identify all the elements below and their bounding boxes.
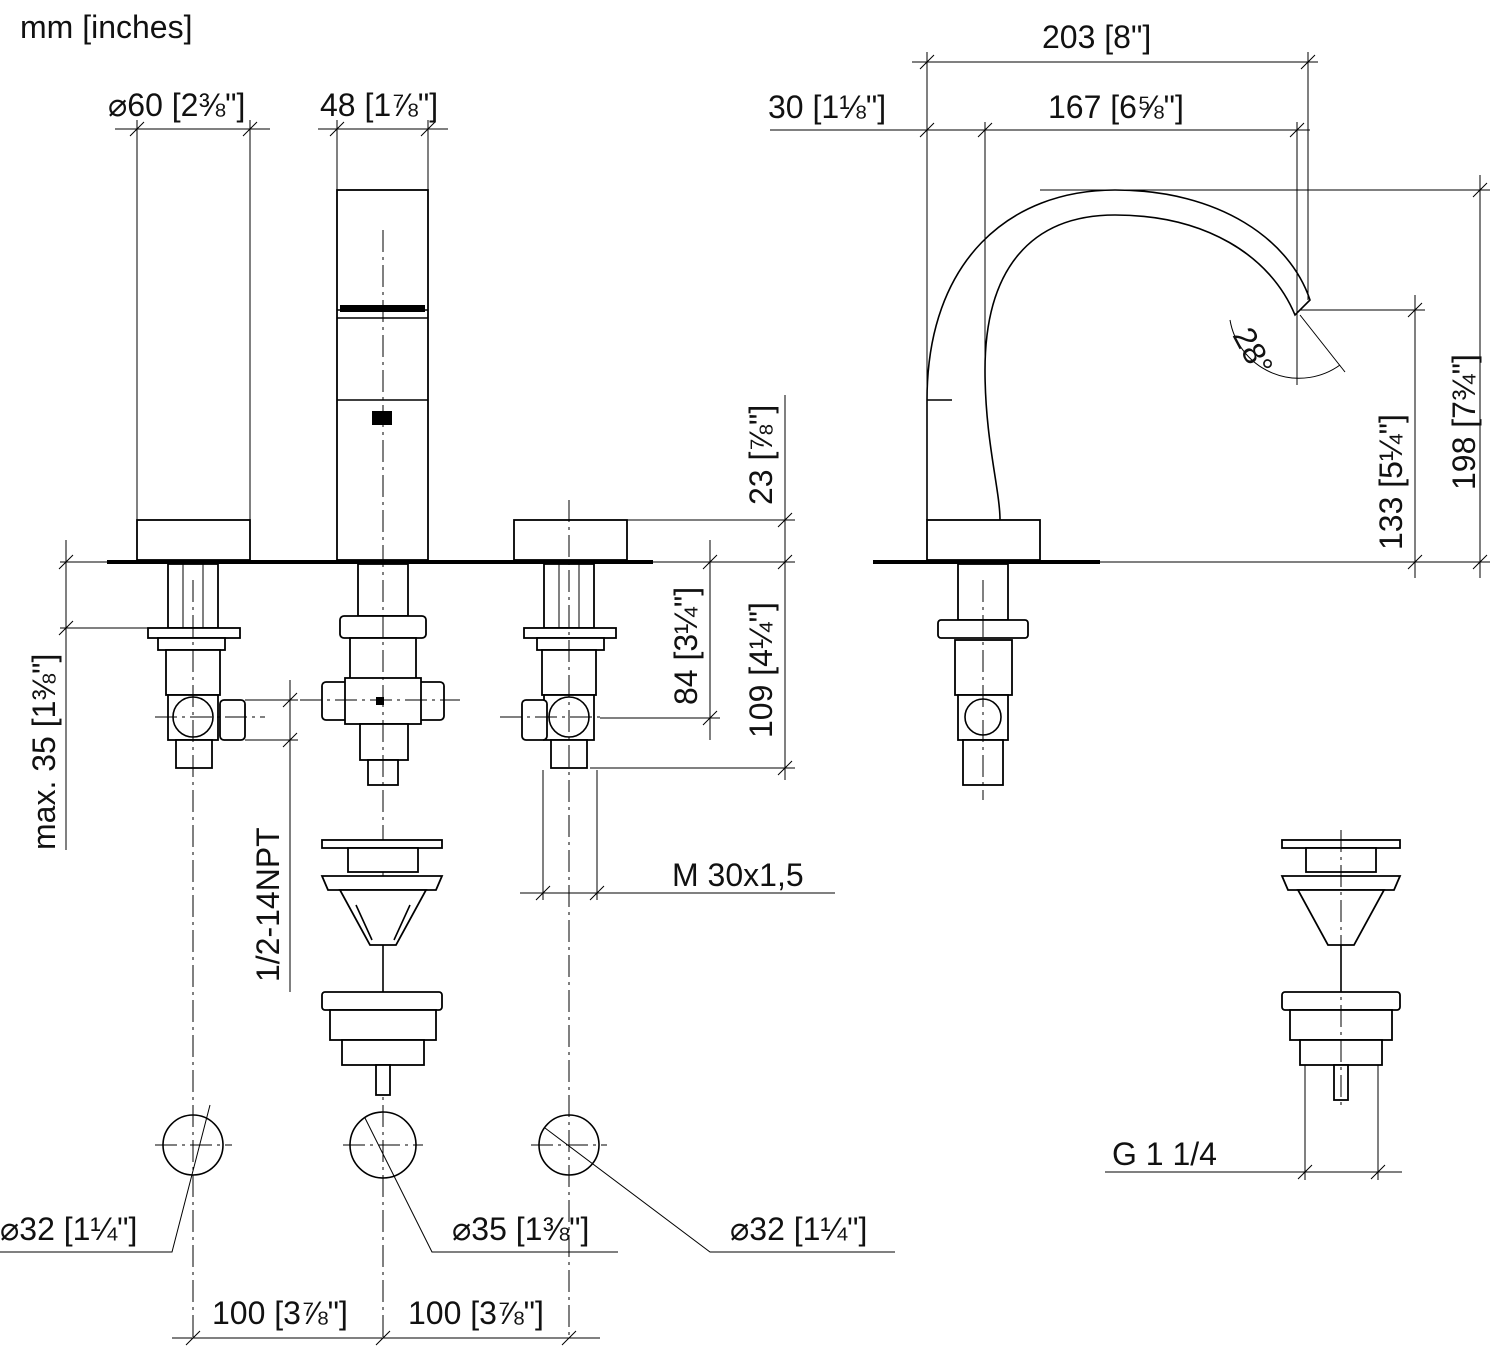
thread-npt-label: 1/2-14NPT bbox=[250, 827, 286, 982]
spout-offset-label: 30 [1⅛"] bbox=[768, 89, 886, 125]
drain-front bbox=[320, 839, 444, 1096]
spout-width-label: 48 [1⅞"] bbox=[320, 87, 438, 123]
leader-hole-right bbox=[544, 1127, 895, 1253]
hole-left-label: ⌀32 [1¼"] bbox=[0, 1211, 137, 1247]
outlet-height-label: 133 [5¼"] bbox=[1373, 414, 1409, 550]
hole-center-label: ⌀35 [1⅜"] bbox=[452, 1211, 589, 1247]
spout-reach-label: 167 [6⅝"] bbox=[1048, 89, 1184, 125]
right-handle bbox=[513, 519, 628, 561]
left-valve bbox=[147, 563, 246, 769]
top-dimensions-front bbox=[115, 120, 448, 520]
thread-metric-label: M 30x1,5 bbox=[672, 857, 804, 893]
leader-hole-left bbox=[0, 1104, 211, 1253]
vertical-dimensions-front bbox=[58, 395, 835, 992]
leader-hole-center bbox=[364, 1117, 618, 1253]
hole-circles bbox=[155, 1111, 607, 1179]
side-dimensions bbox=[770, 52, 1490, 1180]
spout-reach-total-label: 203 [8"] bbox=[1042, 19, 1151, 55]
max-deck-thickness-label: max. 35 [1⅜"] bbox=[26, 654, 62, 850]
spacing-left-label: 100 [3⅞"] bbox=[212, 1295, 348, 1331]
below-deck-depth-label: 109 [4¼"] bbox=[743, 602, 779, 738]
handle-diameter-label: ⌀60 [2⅜"] bbox=[108, 87, 245, 123]
handle-height-label: 23 [⅞"] bbox=[743, 405, 779, 505]
spacing-dimension bbox=[172, 1330, 600, 1346]
spout-height-label: 198 [7¾"] bbox=[1446, 354, 1482, 490]
left-handle bbox=[136, 519, 251, 561]
connection-depth-label: 84 [3¼"] bbox=[668, 587, 704, 705]
units-label: mm [inches] bbox=[20, 9, 192, 45]
spacing-right-label: 100 [3⅞"] bbox=[408, 1295, 544, 1331]
outlet-angle-label: 28° bbox=[1226, 321, 1281, 381]
drain-thread-label: G 1 1/4 bbox=[1112, 1136, 1217, 1172]
hole-right-label: ⌀32 [1¼"] bbox=[730, 1211, 867, 1247]
